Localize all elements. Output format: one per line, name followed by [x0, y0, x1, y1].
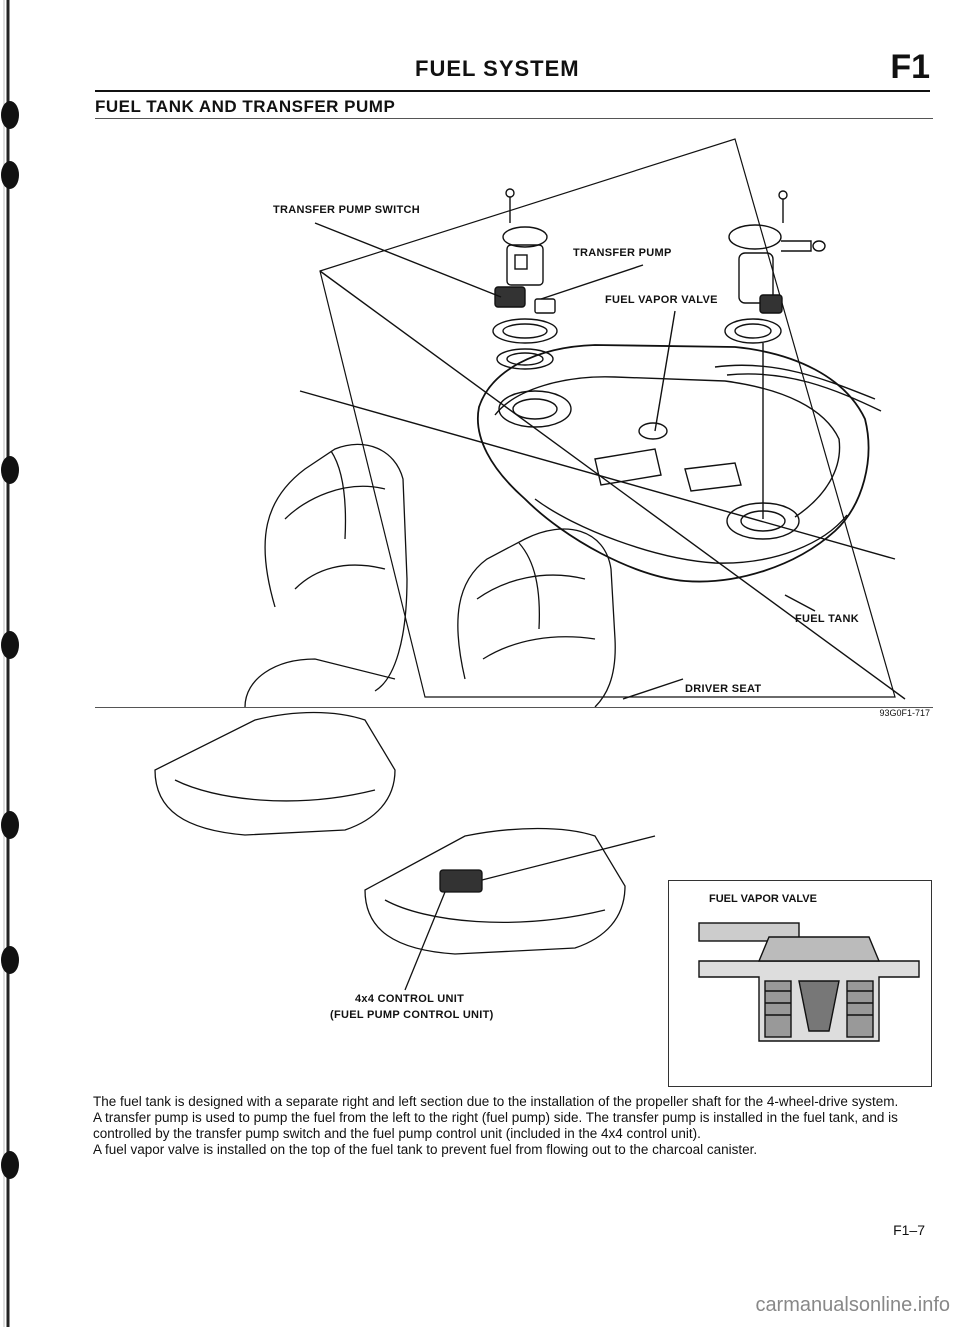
passenger-seat-cushion	[154, 711, 396, 836]
vapor-valve-port	[638, 422, 668, 440]
paragraph: A fuel vapor valve is installed on the t…	[93, 1142, 758, 1157]
leader-line	[404, 891, 446, 991]
label-control-unit-line2: (FUEL PUMP CONTROL UNIT)	[330, 1009, 494, 1021]
inset-fuel-vapor-valve: FUEL VAPOR VALVE	[668, 880, 932, 1087]
paragraph: A transfer pump is used to pump the fuel…	[93, 1110, 898, 1141]
page-number: F1–7	[893, 1222, 925, 1238]
section-heading: FUEL TANK AND TRANSFER PUMP	[95, 97, 396, 116]
punch-hole	[1, 1151, 19, 1179]
leader-line	[314, 222, 502, 298]
page-header: FUEL SYSTEM F1	[95, 48, 930, 92]
wire-harness	[481, 835, 656, 881]
fuel-system-diagram	[244, 138, 906, 707]
watermark: carmanualsonline.info	[755, 1294, 950, 1316]
plane-line	[319, 270, 906, 700]
label-driver-seat: DRIVER SEAT	[685, 683, 762, 695]
control-unit-box	[439, 869, 483, 893]
label-fuel-tank: FUEL TANK	[795, 613, 860, 625]
punch-hole	[1, 811, 19, 839]
label-fuel-vapor-valve: FUEL VAPOR VALVE	[605, 294, 718, 306]
punch-hole	[1, 631, 19, 659]
transfer-pump-assembly	[492, 188, 558, 370]
inset-title: FUEL VAPOR VALVE	[709, 893, 817, 905]
plane-line	[299, 390, 896, 560]
section-code: F1	[890, 48, 930, 86]
body-text: The fuel tank is designed with a separat…	[93, 1094, 949, 1158]
punch-hole	[1, 946, 19, 974]
leader-line	[654, 310, 676, 432]
figure-lower-drawing	[154, 711, 656, 991]
label-control-unit-line1: 4x4 CONTROL UNIT	[355, 993, 465, 1005]
label-transfer-pump: TRANSFER PUMP	[573, 247, 672, 259]
leader-line	[540, 264, 644, 300]
driver-seat-drawing	[457, 528, 616, 707]
label-transfer-pump-switch: TRANSFER PUMP SWITCH	[273, 204, 420, 216]
figure-code: 93G0F1-717	[879, 708, 930, 718]
punch-hole	[1, 456, 19, 484]
passenger-seat	[244, 443, 408, 707]
fuel-tank-drawing	[477, 344, 882, 583]
paragraph: The fuel tank is designed with a separat…	[93, 1094, 899, 1109]
punch-hole	[1, 101, 19, 129]
leader-line	[784, 594, 816, 612]
figure-frame: TRANSFER PUMP SWITCH TRANSFER PUMP FUEL …	[95, 118, 933, 708]
pump-opening-left	[498, 390, 572, 428]
leader-line	[622, 678, 684, 700]
vapor-valve-cross-section	[698, 922, 920, 1042]
driver-seat-cushion	[364, 827, 626, 955]
pump-opening-right	[726, 502, 800, 540]
chapter-title: FUEL SYSTEM	[415, 56, 580, 81]
fuel-pump-assembly	[724, 190, 826, 519]
exploded-plane-outline	[319, 138, 896, 698]
punch-hole	[1, 161, 19, 189]
binding-edge	[1, 0, 19, 1327]
